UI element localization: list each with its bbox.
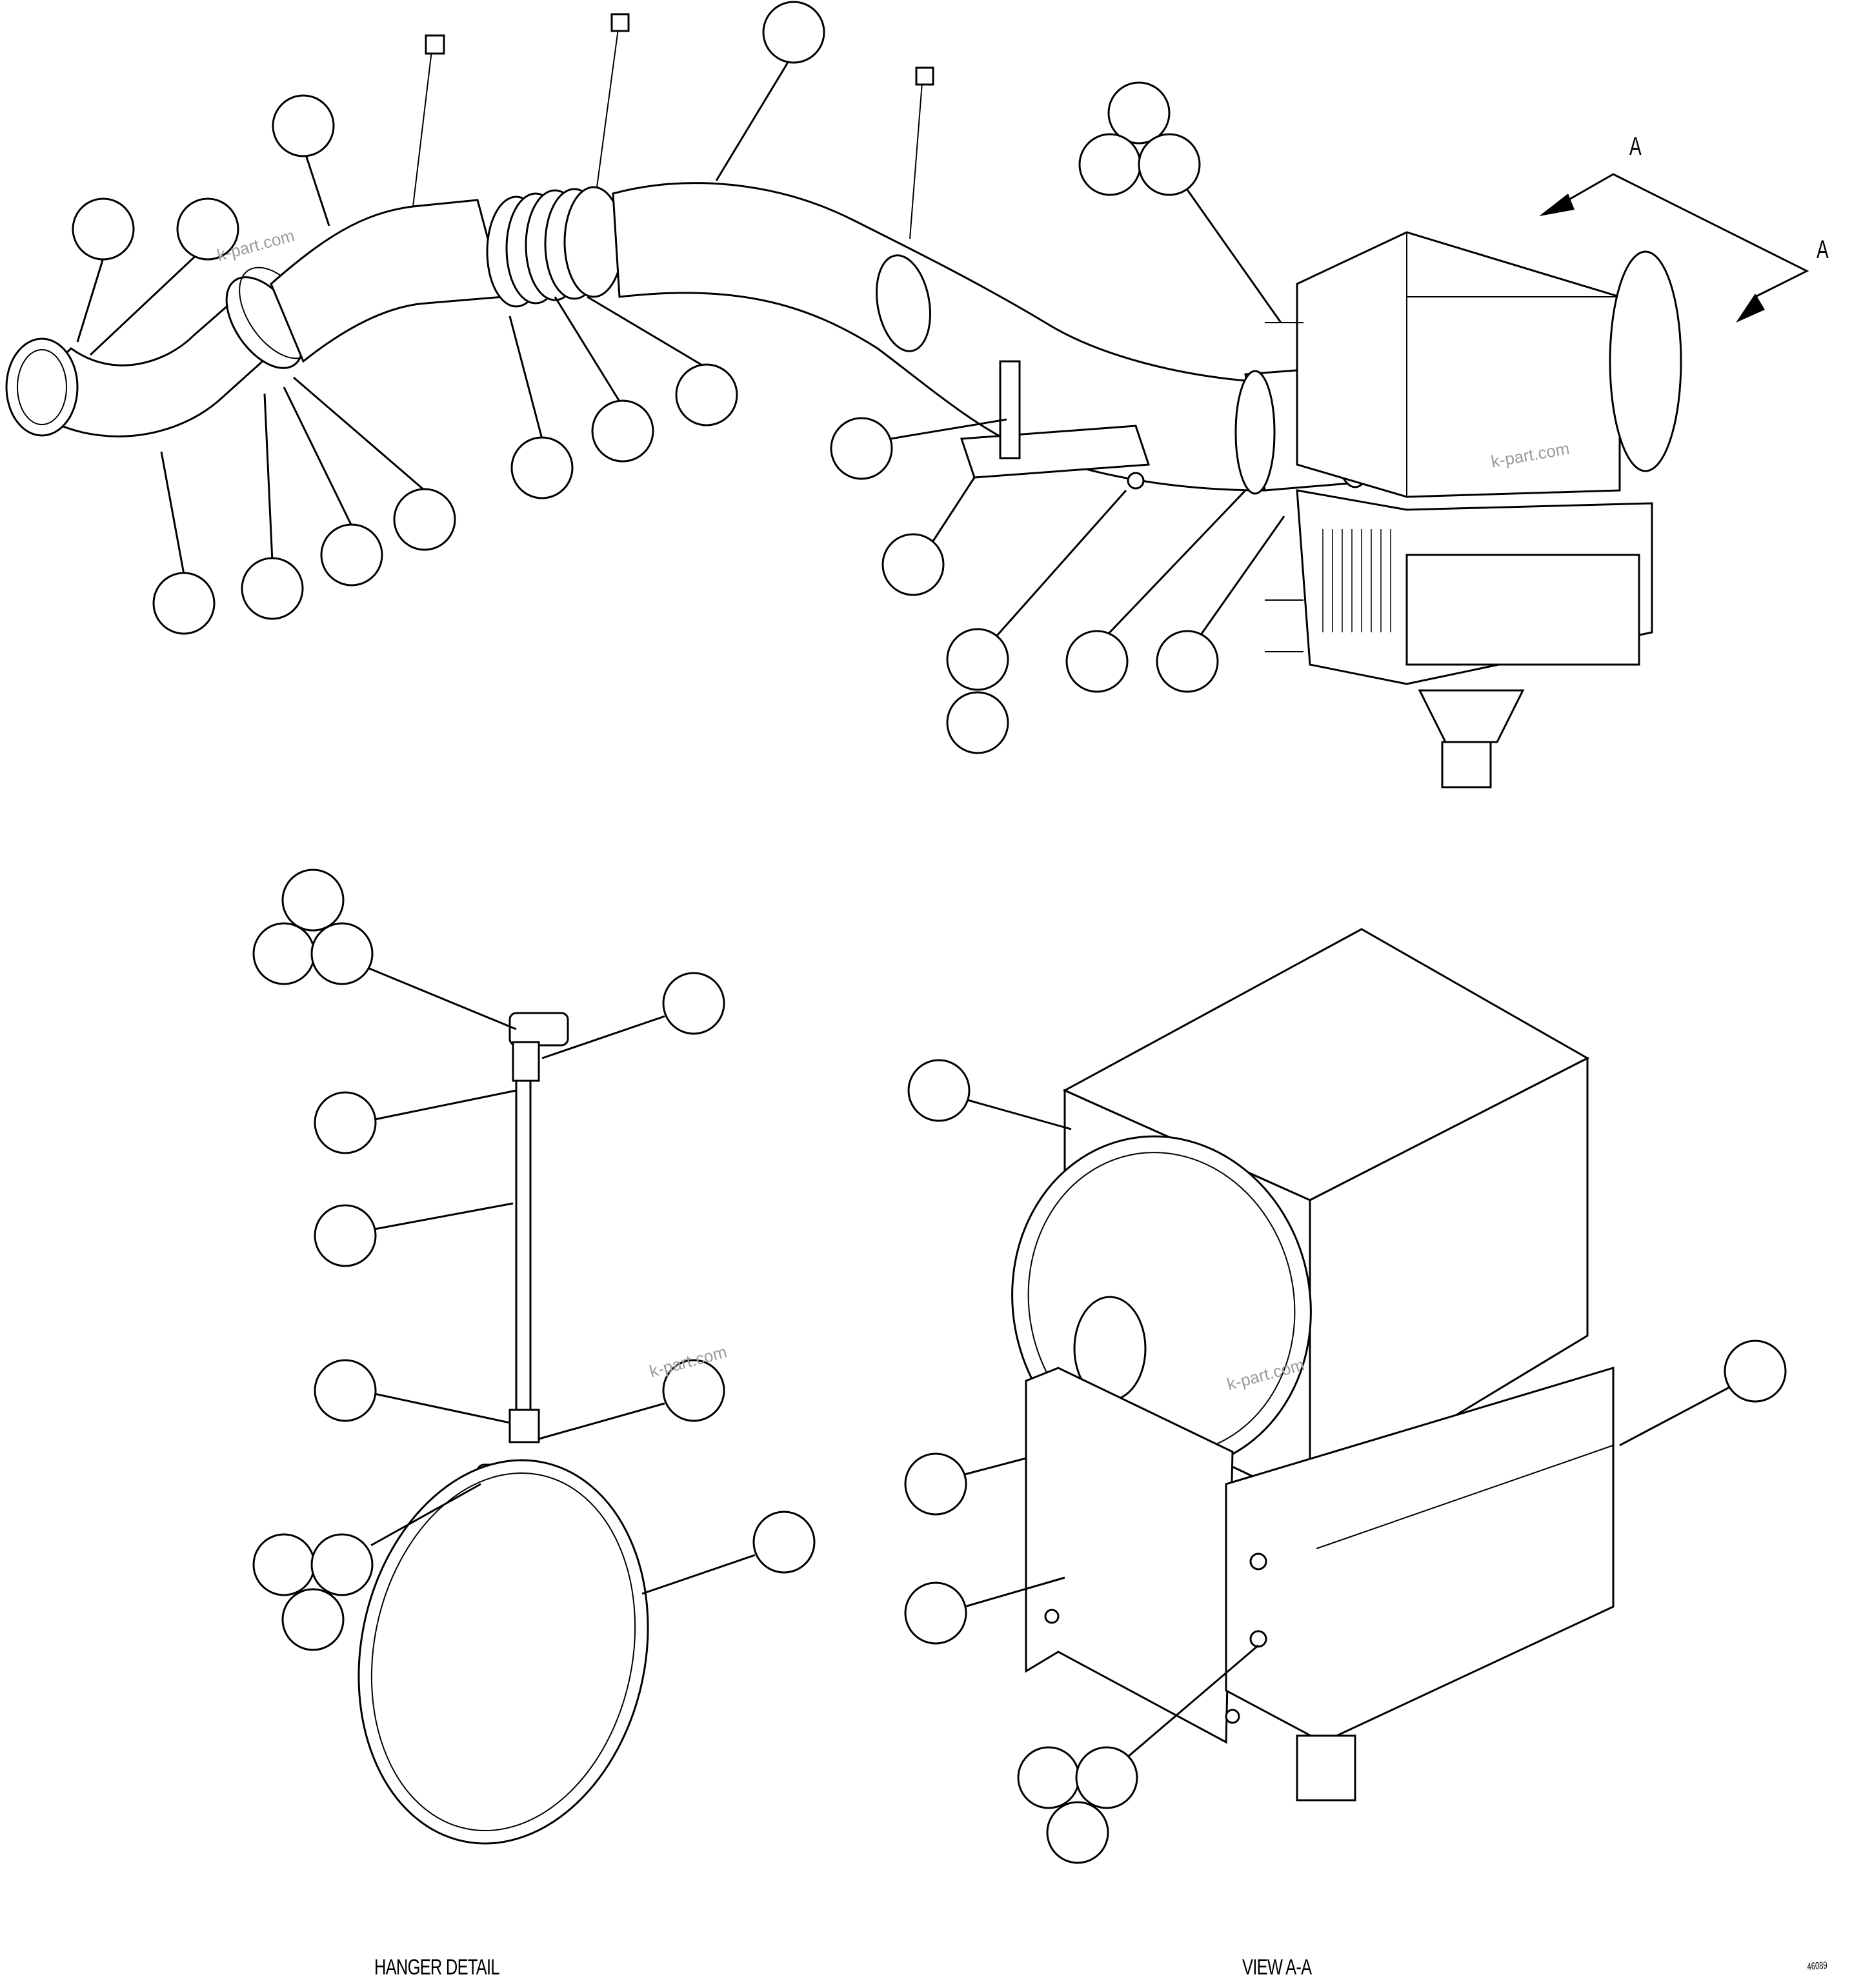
left-hose-cuff bbox=[5, 337, 79, 437]
callout-balloon bbox=[508, 316, 574, 499]
callout-balloon bbox=[1075, 1644, 1259, 1809]
bracket-upright bbox=[999, 360, 1021, 459]
callout-balloon bbox=[1619, 1340, 1787, 1447]
callout-balloon bbox=[89, 197, 239, 356]
callout-balloon bbox=[1017, 1746, 1080, 1809]
bellows-coupler bbox=[486, 186, 624, 308]
callout-balloon bbox=[314, 1202, 514, 1267]
callout-balloon bbox=[715, 1, 825, 181]
left-elbow-hose bbox=[17, 288, 286, 437]
callout-balloon bbox=[241, 393, 304, 620]
callout-balloon bbox=[587, 296, 738, 427]
callout-balloon bbox=[310, 922, 517, 1030]
callout-balloon bbox=[1138, 133, 1282, 323]
drawing-number: 46089 bbox=[1807, 1960, 1828, 1973]
callout-balloon bbox=[152, 451, 216, 635]
callout-balloon bbox=[283, 387, 383, 587]
callout-balloon bbox=[904, 1452, 1027, 1516]
precleaner-box bbox=[1025, 1367, 1234, 1744]
callout-balloon bbox=[252, 1533, 316, 1596]
air-cleaner-cover bbox=[1609, 250, 1682, 472]
callout-balloon bbox=[641, 1511, 816, 1595]
callout-balloon bbox=[1046, 1801, 1109, 1864]
callout-balloon bbox=[281, 1588, 345, 1651]
section-marker-a-right: A bbox=[1817, 236, 1829, 264]
pipe-band bbox=[876, 254, 931, 352]
callout-balloon bbox=[310, 1483, 481, 1596]
outlet-tube bbox=[1296, 1734, 1356, 1802]
view-aa-caption: VIEW A-A bbox=[1242, 1955, 1312, 1980]
section-arrows bbox=[1539, 173, 1809, 323]
callout-balloon bbox=[293, 376, 456, 551]
hanger-nut-assembly bbox=[508, 1012, 569, 1047]
hanger-detail-drawing bbox=[357, 1012, 649, 1845]
dust-valve bbox=[1418, 689, 1525, 743]
callout-balloon bbox=[904, 1576, 1065, 1645]
callout-balloon bbox=[1078, 133, 1142, 196]
callout-balloon bbox=[314, 1089, 517, 1154]
callout-balloons bbox=[72, 1, 1787, 1864]
hanger-detail-caption: HANGER DETAIL bbox=[374, 1955, 500, 1980]
callout-balloon bbox=[946, 691, 1009, 754]
callout-balloon bbox=[541, 972, 725, 1059]
hanger-strap bbox=[357, 1459, 649, 1845]
lower-housing bbox=[1225, 1366, 1615, 1743]
filter-mesh bbox=[1322, 529, 1391, 632]
view-aa-drawing bbox=[1011, 928, 1615, 1802]
callout-balloon bbox=[907, 1059, 1072, 1130]
callout-balloon bbox=[538, 1359, 725, 1440]
main-curved-pipe bbox=[612, 182, 1266, 492]
callout-balloon bbox=[1107, 81, 1171, 145]
callout-balloon bbox=[272, 94, 335, 226]
hanger-rod bbox=[515, 1079, 532, 1411]
callout-balloon bbox=[72, 197, 135, 343]
callout-balloon bbox=[1065, 489, 1247, 693]
callout-balloon bbox=[881, 477, 976, 596]
callout-balloon bbox=[314, 1359, 510, 1424]
callout-balloon bbox=[830, 417, 1007, 480]
outlet-clamp bbox=[1234, 370, 1276, 495]
air-cleaner-housing-top bbox=[1265, 231, 1682, 788]
callout-balloon bbox=[1156, 516, 1285, 693]
hanger-rods bbox=[412, 13, 934, 239]
first-pipe-section bbox=[270, 199, 505, 363]
callout-balloon bbox=[946, 490, 1127, 691]
callout-balloon bbox=[554, 296, 654, 463]
intake-duct-assembly bbox=[5, 13, 1379, 495]
callout-balloon bbox=[281, 868, 345, 932]
section-marker-a-top: A bbox=[1629, 132, 1642, 161]
callout-balloon bbox=[252, 922, 316, 985]
